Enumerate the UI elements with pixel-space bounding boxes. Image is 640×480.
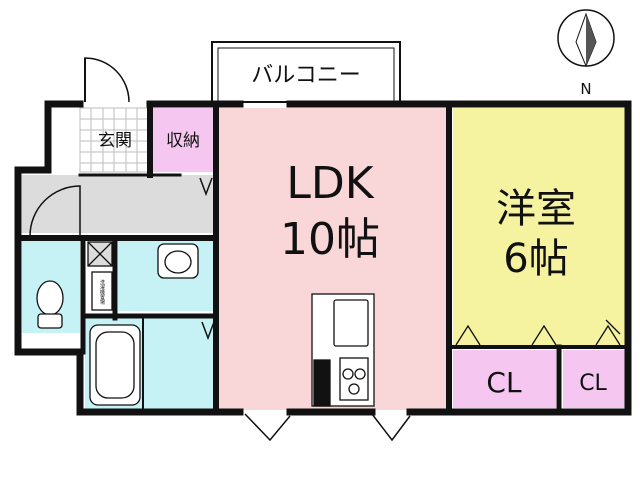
closet-2-fill [563, 350, 625, 408]
entrance-tiles [79, 107, 149, 173]
ldk-size-label: 10帖 [280, 214, 380, 265]
fixtures: 洗濯機置場 [36, 241, 375, 407]
balcony [211, 41, 401, 103]
balcony-label: バルコニー [251, 63, 361, 88]
compass: N [557, 9, 615, 98]
western-room-size-label: 6帖 [503, 236, 568, 282]
toilet-icon [36, 280, 64, 316]
entrance-label: 玄関 [98, 131, 132, 151]
storage-label: 収納 [166, 131, 200, 151]
compass-north-label: N [580, 80, 591, 98]
washer-label: 洗濯機置場 [99, 279, 105, 306]
washer-space-icon [91, 271, 113, 311]
sink-icon [333, 299, 369, 347]
closet-1-fill [453, 350, 556, 408]
ldk-name-label: LDK [286, 158, 374, 209]
closet-doors [455, 319, 621, 346]
hall-fill [22, 175, 213, 233]
western-room-fill [453, 108, 625, 348]
doors [29, 57, 411, 442]
walls [14, 100, 632, 416]
closet-1-label: CL [486, 366, 522, 399]
storage-fill [153, 108, 213, 172]
stove-icon [342, 368, 354, 380]
closet-2-label: CL [579, 371, 607, 396]
western-room-name-label: 洋室 [496, 186, 576, 232]
